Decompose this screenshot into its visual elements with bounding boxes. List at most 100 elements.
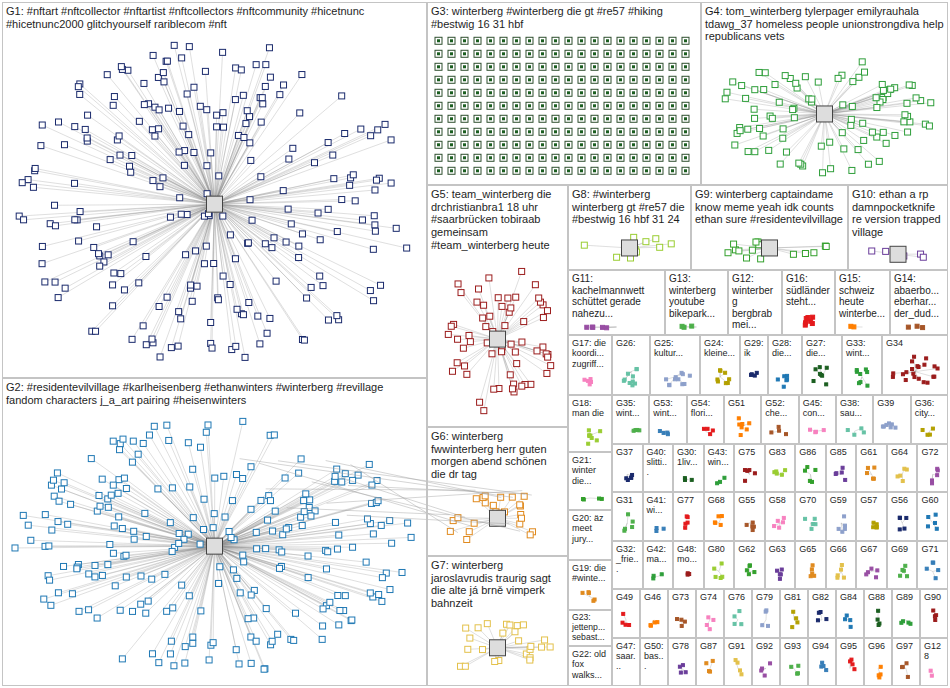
edge-line <box>152 204 214 339</box>
vertex-core <box>437 104 440 107</box>
vertex-core <box>580 65 583 68</box>
edge-line <box>215 464 370 546</box>
vertex <box>190 634 196 640</box>
vertex <box>97 263 103 269</box>
vertex-core <box>671 169 674 172</box>
vertex <box>487 102 494 109</box>
vertex <box>578 141 585 148</box>
edge-line <box>215 546 352 620</box>
vertex <box>669 63 676 70</box>
vertex-core <box>671 143 674 146</box>
vertex <box>140 440 146 446</box>
vertex <box>731 241 737 247</box>
vertex <box>157 184 163 190</box>
vertex <box>527 657 533 663</box>
vertex <box>52 202 58 208</box>
vertex <box>481 408 487 414</box>
vertex <box>363 559 369 565</box>
vertex-core <box>489 169 492 172</box>
vertex <box>591 154 598 161</box>
vertex-core <box>437 169 440 172</box>
vertex-core <box>437 65 440 68</box>
vertex-core <box>619 104 622 107</box>
vertex-core <box>554 117 557 120</box>
vertex <box>508 305 514 311</box>
vertex <box>790 251 796 257</box>
vertex <box>474 63 481 70</box>
vertex <box>175 343 181 349</box>
vertex-core <box>658 52 661 55</box>
vertex <box>334 229 340 235</box>
vertex <box>107 157 113 163</box>
edge-line <box>489 278 498 339</box>
vertex <box>756 69 762 75</box>
vertex-core <box>489 130 492 133</box>
edge-line <box>215 501 304 547</box>
edge-line <box>215 204 337 315</box>
vertex <box>368 133 374 139</box>
vertex <box>465 646 471 652</box>
vertex <box>211 511 217 517</box>
vertex-core <box>684 39 687 42</box>
vertex <box>539 167 546 174</box>
vertex-core <box>450 65 453 68</box>
vertex <box>473 496 479 502</box>
vertex <box>776 99 782 105</box>
vertex-core <box>619 169 622 172</box>
edge-line <box>825 114 887 143</box>
vertex-core <box>515 91 518 94</box>
vertex <box>143 254 149 260</box>
vertex <box>187 484 193 490</box>
vertex <box>643 239 649 245</box>
vertex <box>259 95 265 101</box>
vertex-core <box>476 104 479 107</box>
vertex <box>258 119 264 125</box>
vertex <box>565 115 572 122</box>
vertex <box>448 141 455 148</box>
vertex <box>168 638 174 644</box>
vertex-core <box>645 143 648 146</box>
vertex <box>164 608 170 614</box>
edge-line <box>215 136 371 204</box>
vertex <box>487 167 494 174</box>
vertex <box>232 97 238 103</box>
vertex <box>350 172 356 178</box>
vertex <box>617 141 624 148</box>
vertex <box>745 126 751 132</box>
vertex-core <box>684 65 687 68</box>
vertex <box>855 147 861 153</box>
vertex <box>160 70 166 76</box>
vertex <box>270 528 276 534</box>
vertex <box>539 154 546 161</box>
vertex <box>849 167 855 173</box>
vertex-core <box>671 91 674 94</box>
vertex <box>752 115 758 121</box>
vertex-core <box>554 104 557 107</box>
vertex <box>809 96 815 102</box>
vertex <box>519 339 525 345</box>
vertex <box>461 63 468 70</box>
edge-line <box>92 204 215 331</box>
vertex <box>155 486 161 492</box>
vertex-core <box>476 78 479 81</box>
vertex <box>247 140 253 146</box>
vertex-core <box>671 78 674 81</box>
vertex-core <box>684 156 687 159</box>
vertex-core <box>528 169 531 172</box>
vertex <box>604 50 611 57</box>
edge-line <box>78 87 214 204</box>
vertex <box>757 125 763 131</box>
vertex <box>526 89 533 96</box>
vertex <box>545 354 551 360</box>
vertex <box>724 371 727 374</box>
vertex <box>232 256 238 262</box>
edge-line <box>85 129 214 204</box>
vertex <box>291 637 297 643</box>
vertex <box>370 531 376 537</box>
edge-line <box>215 546 383 578</box>
vertex <box>585 325 589 329</box>
vertex <box>240 312 246 318</box>
vertex <box>839 130 845 136</box>
vertex <box>500 63 507 70</box>
edge-line <box>96 204 215 331</box>
